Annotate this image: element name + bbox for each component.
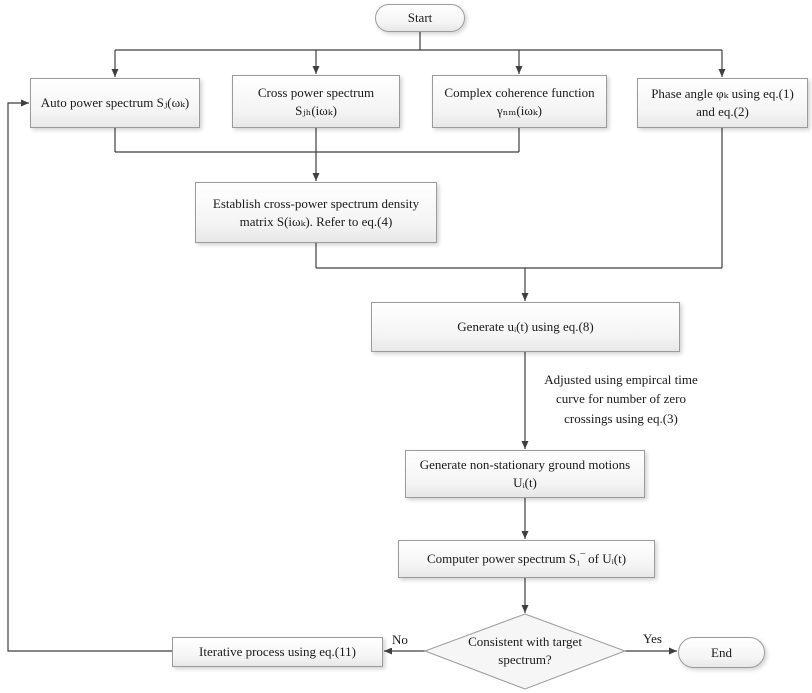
node-decision: Consistent with target spectrum?: [443, 628, 607, 674]
node-end-label: End: [711, 644, 732, 660]
node-compute-power-spectrum: Computer power spectrum S₁‾ of Uᵢ(t): [398, 540, 655, 578]
node-coherence-label: Complex coherence function γₙₘ(iωₖ): [444, 84, 595, 118]
edge-label-no: No: [390, 632, 410, 648]
node-auto-power-label: Auto power spectrum Sⱼ(ωₖ): [40, 95, 190, 111]
node-generate-nonstationary-label: Generate non-stationary ground motions U…: [419, 457, 631, 490]
node-generate-u: Generate uᵢ(t) using eq.(8): [371, 302, 680, 352]
node-auto-power-spectrum: Auto power spectrum Sⱼ(ωₖ): [30, 78, 200, 128]
edge-feedback-loop: [7, 99, 172, 652]
node-iterative-process: Iterative process using eq.(11): [172, 637, 383, 667]
node-start-label: Start: [407, 10, 433, 26]
node-generate-nonstationary: Generate non-stationary ground motions U…: [405, 450, 645, 498]
decision-diamond-shape: [423, 613, 627, 690]
node-complex-coherence: Complex coherence function γₙₘ(iωₖ): [432, 75, 607, 128]
node-cross-power-spectrum: Cross power spectrum Sⱼₕ(iωₖ): [232, 75, 400, 128]
annotation-adjusted-note: Adjusted using empircal time curve for n…: [531, 368, 711, 430]
node-establish-matrix-label: Establish cross-power spectrum density m…: [212, 195, 420, 229]
node-iterative-process-label: Iterative process using eq.(11): [199, 644, 356, 660]
node-cross-power-label: Cross power spectrum Sⱼₕ(iωₖ): [257, 84, 375, 118]
node-compute-power-spectrum-label: Computer power spectrum S₁‾ of Uᵢ(t): [426, 551, 627, 567]
node-decision-label: Consistent with target spectrum?: [468, 633, 582, 667]
node-establish-matrix: Establish cross-power spectrum density m…: [195, 182, 437, 243]
node-generate-u-label: Generate uᵢ(t) using eq.(8): [457, 319, 594, 335]
edge-label-yes: Yes: [641, 631, 664, 647]
node-phase-angle-label: Phase angle φₖ using eq.(1) and eq.(2): [651, 86, 794, 119]
node-end: End: [678, 637, 765, 668]
node-start: Start: [375, 4, 465, 32]
annotation-adjusted-note-text: Adjusted using empircal time curve for n…: [544, 371, 698, 426]
node-phase-angle: Phase angle φₖ using eq.(1) and eq.(2): [637, 78, 808, 128]
